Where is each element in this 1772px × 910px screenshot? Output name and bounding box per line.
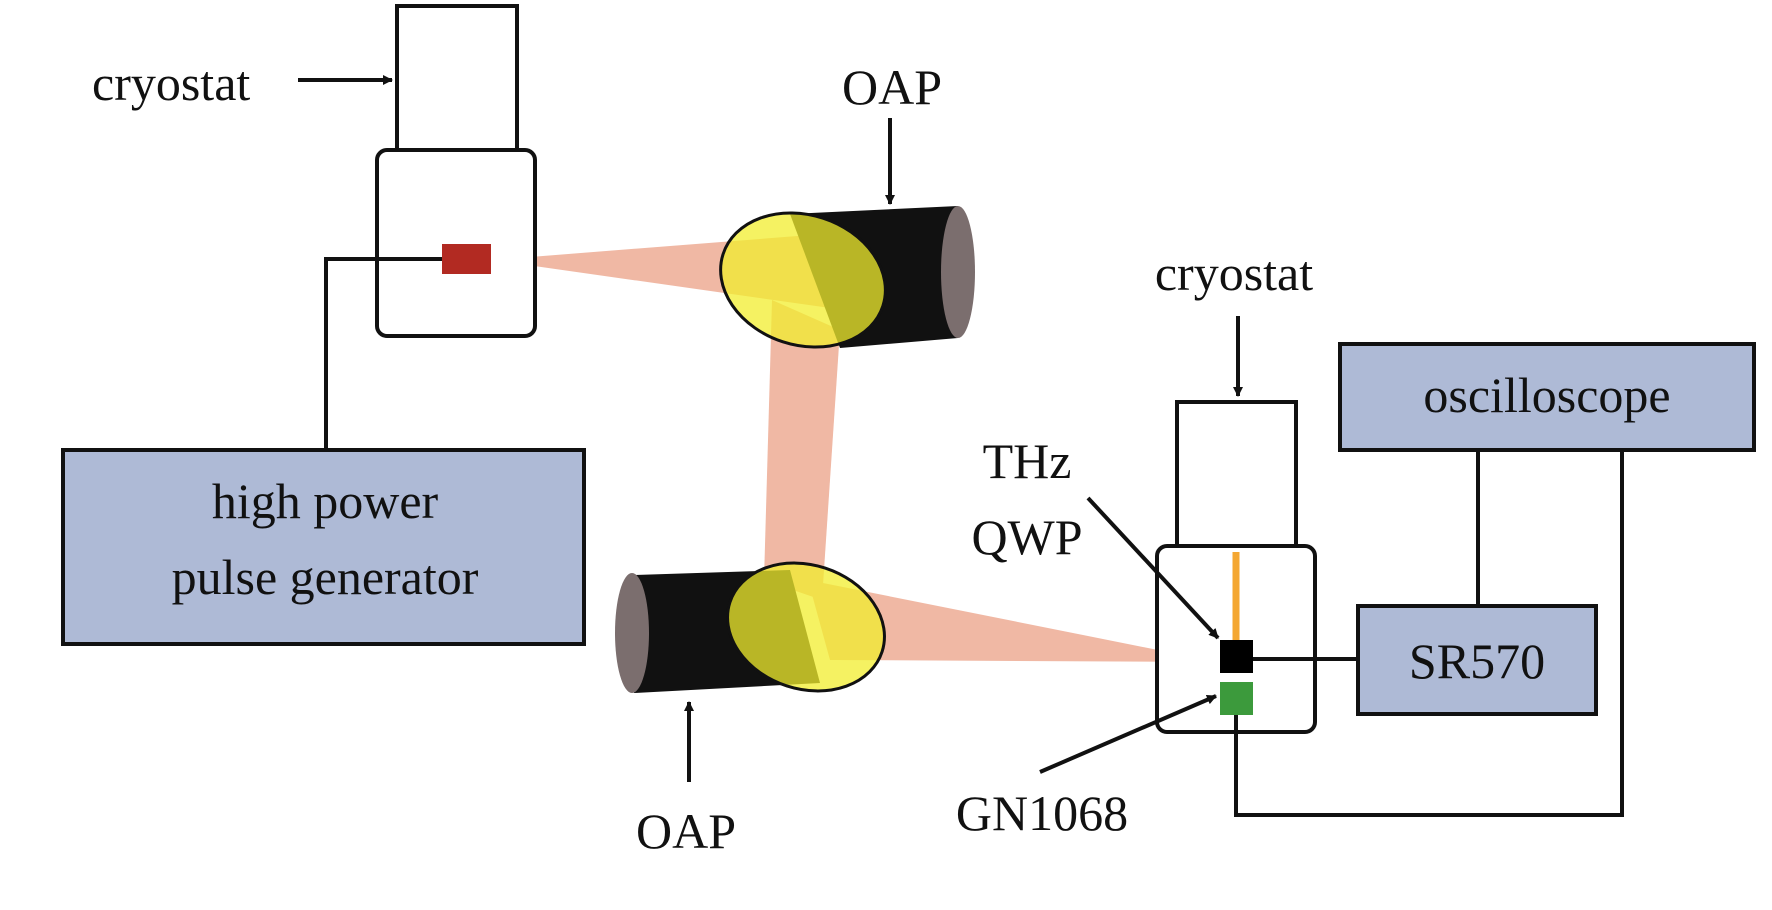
cryostat-left-label: cryostat (92, 55, 250, 111)
oscilloscope: oscilloscope (1338, 342, 1756, 452)
oap-top-label: OAP (842, 59, 942, 115)
cryostat-right-label: cryostat (1155, 245, 1313, 301)
wire-generator-to-source (324, 257, 442, 450)
oap-bottom-label: OAP (636, 803, 736, 859)
pulse-generator-box (61, 448, 586, 646)
left-cryostat (375, 4, 537, 338)
bottom-oap-end (615, 573, 649, 693)
thz-qwp-chip (1220, 640, 1253, 673)
left-cryostat-top (395, 4, 519, 152)
left-cryostat-body (375, 148, 537, 338)
pulse-generator-label-line1: high power (212, 473, 439, 529)
thz-qwp-label-line2: QWP (971, 509, 1082, 565)
top-oap-mirror (719, 206, 975, 349)
bottom-oap-face (726, 561, 886, 693)
right-cryostat-top (1175, 400, 1298, 548)
sr570-label: SR570 (1409, 633, 1545, 689)
pulse-generator: high power pulse generator (61, 257, 586, 646)
sr570: SR570 (1356, 604, 1598, 716)
thz-qwp-arrow (1086, 496, 1220, 640)
gn1068-chip (1220, 682, 1253, 715)
bottom-oap-mirror (615, 561, 886, 693)
gn1068-arrow (1039, 694, 1217, 774)
oscilloscope-box (1338, 342, 1756, 452)
source-emitter (442, 244, 491, 274)
wire-gn1068-to-oscilloscope (1234, 450, 1624, 817)
right-cryostat (1155, 400, 1317, 734)
sr570-box (1356, 604, 1598, 716)
thz-qwp-label-line1: THz (983, 433, 1072, 489)
beam-top-oap-to-bottom-oap (764, 300, 840, 600)
top-oap-face (719, 211, 887, 349)
oscilloscope-label: oscilloscope (1423, 367, 1670, 423)
gn1068-label: GN1068 (956, 785, 1128, 841)
beam-bottom-oap-to-sample (808, 580, 1218, 662)
top-oap-end (941, 206, 975, 338)
wiring (1234, 450, 1624, 817)
pulse-generator-label-line2: pulse generator (172, 549, 479, 605)
